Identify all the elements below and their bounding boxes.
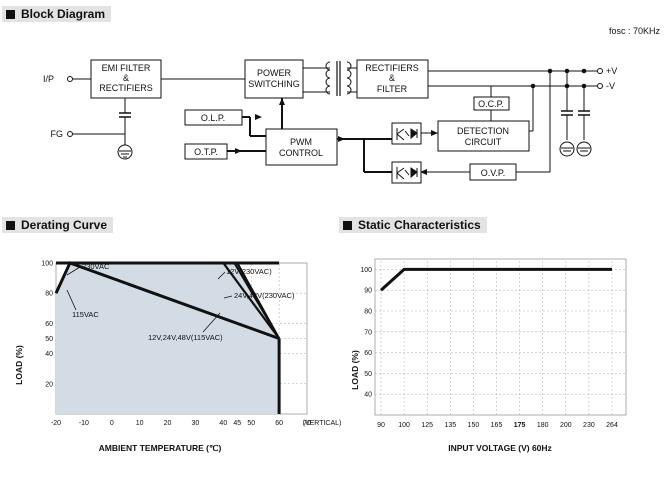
derating-xtick: 0 <box>110 420 114 427</box>
label-115vac: 115VAC <box>72 310 99 319</box>
block-diagram: I/P FG EMI FILTER & RECTIFIERS POWER SWI… <box>43 59 617 184</box>
derating-x-suffix: (VERTICAL) <box>303 420 342 427</box>
derating-ytick: 40 <box>45 351 53 358</box>
block-diagram-header: Block Diagram <box>2 6 112 22</box>
fg-label: FG <box>51 129 64 139</box>
emi-label-3: RECTIFIERS <box>99 83 153 93</box>
vplus-label: +V <box>606 66 617 76</box>
vminus-label: -V <box>606 81 615 91</box>
static-xtick: 200 <box>560 422 572 429</box>
label-230vac: 230VAC <box>82 262 110 271</box>
derating-series-line <box>54 261 280 340</box>
derating-title: Derating Curve <box>21 218 108 232</box>
optocoupler-icon-2 <box>396 167 418 180</box>
derating-area <box>56 263 280 414</box>
power-switching-block <box>244 59 304 99</box>
rect-label-1: RECTIFIERS <box>365 63 419 73</box>
derating-series-line <box>69 261 281 340</box>
derating-xtick: -10 <box>79 420 89 427</box>
derating-xtick: 45 <box>233 420 241 427</box>
derating-ytick: 80 <box>45 291 53 298</box>
derating-xtick: 10 <box>136 420 144 427</box>
rectifiers-block <box>356 59 429 99</box>
bullet-square-icon <box>343 221 352 230</box>
ip-label: I/P <box>43 74 54 84</box>
label-12v-230: 12V(230VAC) <box>226 267 272 276</box>
derating-ytick: 60 <box>45 321 53 328</box>
bullet-square-icon <box>6 10 15 19</box>
derating-series-line <box>69 261 280 340</box>
static-xtick: 90 <box>377 422 385 429</box>
derating-ytick: 20 <box>45 381 53 388</box>
fosc-label: fosc : 70KHz <box>608 26 660 36</box>
static-xtick: 100 <box>398 422 410 429</box>
ocp-label: O.C.P. <box>478 99 504 109</box>
derating-xlabel: AMBIENT TEMPERATURE (℃) <box>99 443 222 453</box>
detection-label-2: CIRCUIT <box>465 137 502 147</box>
static-ytick: 60 <box>364 350 372 357</box>
derating-header: Derating Curve <box>2 217 114 233</box>
power-label-2: SWITCHING <box>248 79 300 89</box>
olp-block <box>184 109 243 126</box>
derating-xtick: 30 <box>192 420 200 427</box>
block-diagram-title: Block Diagram <box>21 7 106 21</box>
static-ytick: 100 <box>360 267 372 274</box>
static-ytick: 90 <box>364 288 372 295</box>
derating-xtick: 60 <box>275 420 283 427</box>
static-xlabel: INPUT VOLTAGE (V) 60Hz <box>448 443 552 453</box>
rect-label-3: FILTER <box>377 84 408 94</box>
olp-label: O.L.P. <box>201 113 225 123</box>
static-ytick: 50 <box>364 371 372 378</box>
static-line <box>379 267 612 292</box>
derating-ytick: 100 <box>41 261 53 268</box>
otp-block <box>184 143 228 160</box>
derating-xtick: 20 <box>164 420 172 427</box>
static-xtick: 150 <box>468 422 480 429</box>
static-ylabel: LOAD (%) <box>350 350 360 390</box>
derating-xtick: 50 <box>247 420 255 427</box>
pwm-block <box>265 128 338 166</box>
optocoupler-icon <box>396 128 418 141</box>
static-ytick: 70 <box>364 329 372 336</box>
ovp-label: O.V.P. <box>481 168 506 178</box>
static-ytick: 80 <box>364 309 372 316</box>
bullet-square-icon <box>6 221 15 230</box>
static-xtick: 175 <box>514 422 526 429</box>
derating-ylabel: LOAD (%) <box>14 345 24 385</box>
power-label-1: POWER <box>257 68 292 78</box>
ocp-block <box>473 96 510 111</box>
static-xtick: 125 <box>421 422 433 429</box>
derating-series-line <box>69 261 281 340</box>
static-title: Static Characteristics <box>358 218 481 232</box>
detection-block <box>437 120 530 152</box>
emi-filter-block <box>90 59 162 99</box>
derating-ytick: 50 <box>45 336 53 343</box>
derating-xtick: -20 <box>51 420 61 427</box>
otp-label: O.T.P. <box>194 147 218 157</box>
derating-xtick: 40 <box>219 420 227 427</box>
ovp-block <box>469 163 517 181</box>
emi-label-2: & <box>123 73 129 83</box>
emi-label-1: EMI FILTER <box>102 63 151 73</box>
static-header: Static Characteristics <box>339 217 487 233</box>
static-xtick: 264 <box>606 422 618 429</box>
detection-label-1: DETECTION <box>457 126 509 136</box>
label-all-115: 12V,24V,48V(115VAC) <box>148 333 223 342</box>
pwm-label-1: PWM <box>290 137 312 147</box>
static-xtick: 165 <box>491 422 503 429</box>
derating-xtick: 70 <box>303 420 311 427</box>
pwm-label-2: CONTROL <box>279 148 323 158</box>
rect-label-2: & <box>389 73 395 83</box>
static-xtick: 180 <box>537 422 549 429</box>
label-24v48v-230: 24V,48V(230VAC) <box>234 291 295 300</box>
static-ytick: 40 <box>364 392 372 399</box>
static-xtick: 230 <box>583 422 595 429</box>
static-xtick: 135 <box>444 422 456 429</box>
